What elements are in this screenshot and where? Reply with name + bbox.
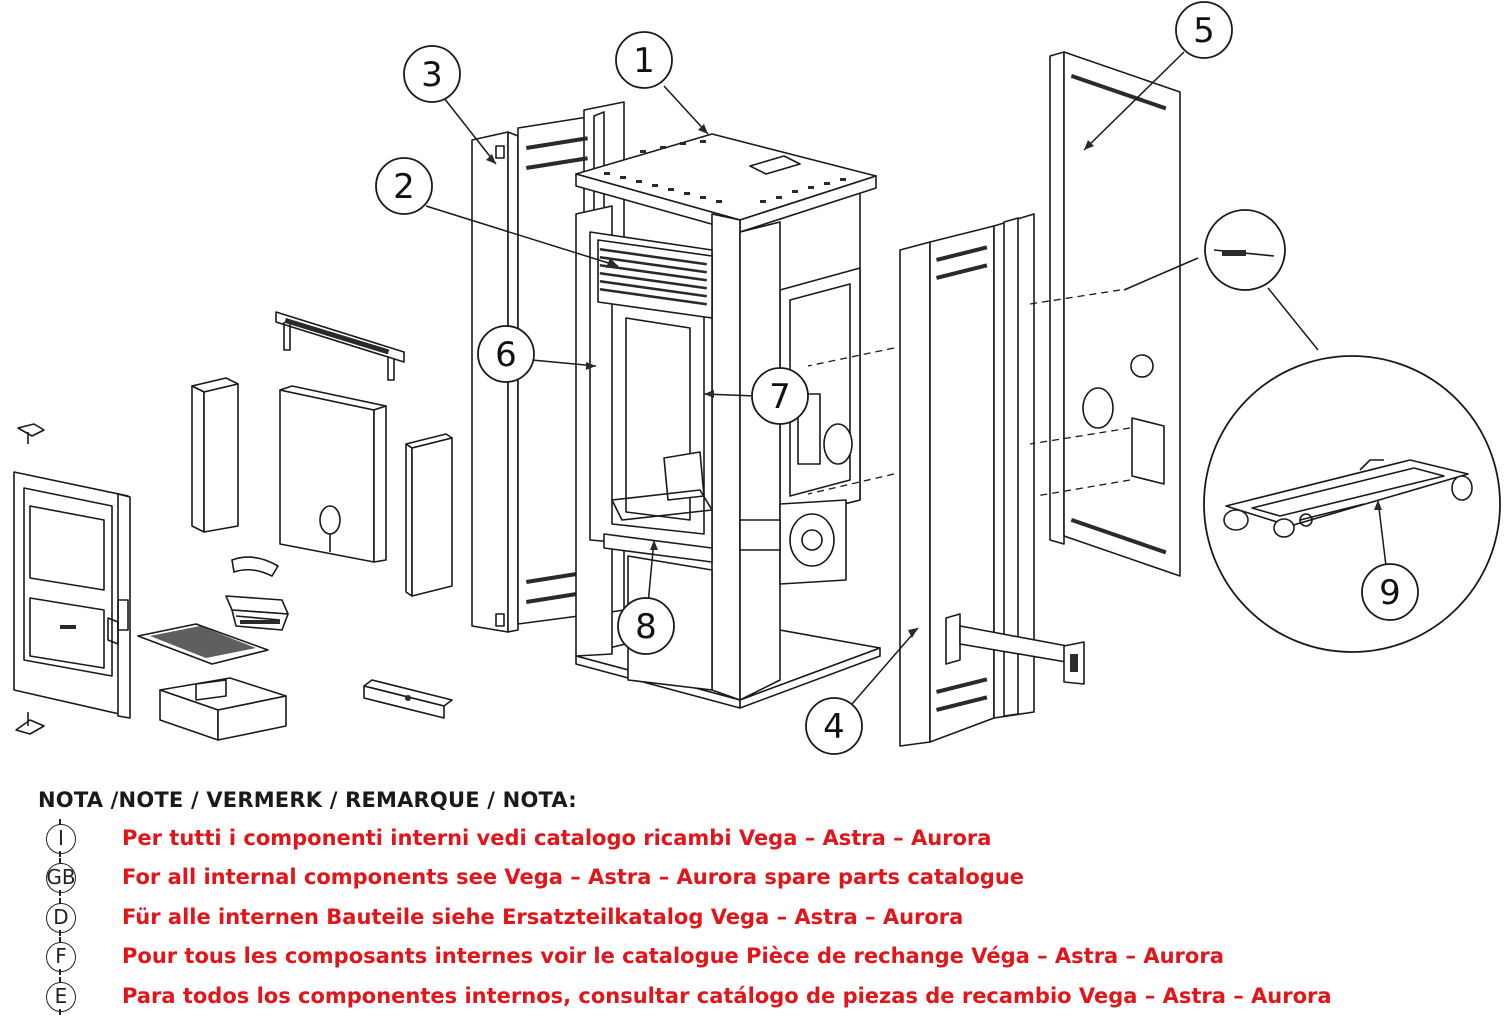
callout-7-label: 7 [769, 377, 791, 417]
language-badge-icon: GB [38, 858, 84, 897]
top-deflector [275, 311, 405, 381]
callout-8: 8 [617, 597, 675, 655]
notes-section: NOTA /NOTE / VERMERK / REMARQUE / NOTA: … [38, 788, 1478, 1016]
callout-8-label: 8 [635, 607, 657, 647]
language-code: D [53, 904, 69, 929]
left-side-panel [471, 101, 625, 633]
callout-7: 7 [751, 367, 809, 425]
left-side-brick [191, 377, 239, 533]
bottom-bracket [363, 679, 453, 719]
language-code: F [55, 944, 67, 969]
note-text: Para todos los componentes internos, con… [122, 983, 1332, 1008]
note-row-italian: I Per tutti i componenti interni vedi ca… [38, 818, 1478, 858]
right-side-brick [405, 433, 453, 597]
note-text: Per tutti i componenti interni vedi cata… [122, 825, 992, 850]
callout-6-label: 6 [495, 335, 517, 375]
bottom-rail [959, 625, 1085, 685]
note-row-spanish: E Para todos los componentes internos, c… [38, 976, 1478, 1016]
detail-magnifier [1203, 209, 1501, 653]
callout-9-label: 9 [1379, 573, 1401, 613]
language-badge-icon: F [38, 937, 84, 976]
callout-4-label: 4 [823, 707, 845, 747]
note-row-german: D Für alle internen Bauteile siehe Ersat… [38, 897, 1478, 937]
exploded-stove-diagram: 1 2 3 4 5 6 7 8 9 [13, 1, 1501, 755]
language-code: E [54, 983, 68, 1008]
note-text: Pour tous les composants internes voir l… [122, 944, 1224, 969]
callout-3-label: 3 [421, 55, 443, 95]
language-badge-icon: D [38, 897, 84, 936]
callout-5-label: 5 [1193, 11, 1215, 51]
callout-2-label: 2 [393, 167, 415, 207]
language-badge-icon: E [38, 976, 84, 1015]
note-row-french: F Pour tous les composants internes voir… [38, 937, 1478, 977]
note-text: For all internal components see Vega – A… [122, 865, 1025, 890]
callout-3: 3 [403, 45, 461, 103]
rear-panel [1049, 51, 1181, 577]
callout-9: 9 [1361, 563, 1419, 621]
callout-5: 5 [1175, 1, 1233, 59]
front-door [13, 471, 131, 719]
burn-pot-parts [137, 556, 289, 665]
note-text: Für alle internen Bauteile siehe Ersatzt… [122, 904, 964, 929]
language-badge-icon: I [38, 818, 84, 857]
right-side-panel [899, 213, 1035, 747]
door-hinge-parts [15, 423, 45, 735]
callout-6: 6 [477, 325, 535, 383]
mounting-lines [807, 257, 1199, 497]
callout-2: 2 [375, 157, 433, 215]
language-code: GB [46, 865, 76, 890]
note-row-english: GB For all internal components see Vega … [38, 858, 1478, 898]
leader-lines [425, 51, 1387, 705]
callout-1-label: 1 [633, 41, 655, 81]
callout-4: 4 [805, 697, 863, 755]
ash-drawer [159, 677, 287, 741]
callout-1: 1 [615, 31, 673, 89]
language-code: I [58, 825, 64, 850]
rear-brick [279, 385, 387, 563]
notes-title: NOTA /NOTE / VERMERK / REMARQUE / NOTA: [38, 788, 577, 812]
